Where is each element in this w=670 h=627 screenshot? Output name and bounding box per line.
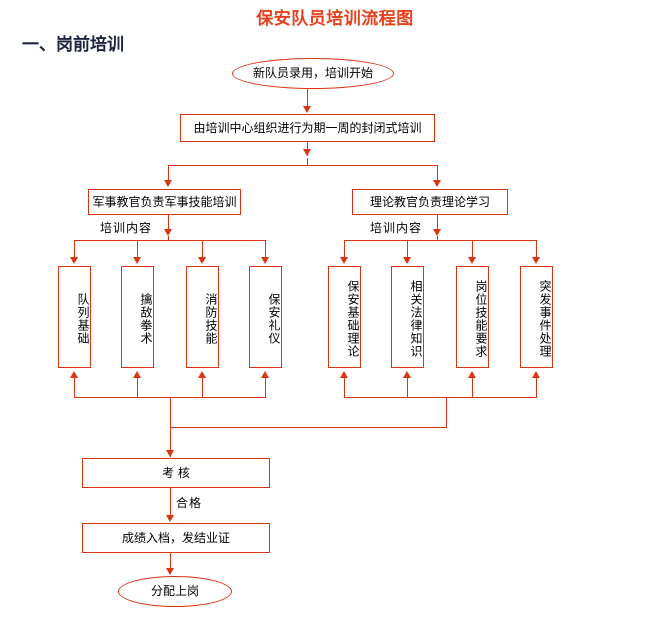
edge-start-to-center (307, 89, 308, 107)
node-archive[interactable]: 成绩入档，发结业证 (82, 523, 270, 553)
distribution-bar-left (74, 240, 265, 241)
riser-t1 (344, 377, 345, 398)
node-m3[interactable]: 消防技能 (186, 266, 219, 368)
arrow-to-exam (166, 450, 174, 457)
node-m1[interactable]: 队列基础 (58, 266, 91, 368)
arrow-theory-down (433, 229, 441, 236)
node-exam[interactable]: 考 核 (82, 458, 270, 488)
arrow-t2 (403, 257, 411, 264)
riser-m3 (202, 377, 203, 398)
label-pass: 合格 (176, 496, 203, 510)
node-assign[interactable]: 分配上岗 (118, 576, 232, 607)
edge-military-down (168, 215, 169, 231)
arrow-center-down (303, 149, 311, 156)
node-start[interactable]: 新队员录用，培训开始 (232, 58, 394, 89)
edge-military-to-bar (168, 236, 169, 241)
riser-m4 (265, 377, 266, 398)
edge-center-to-bar (307, 158, 308, 166)
drop-t4 (536, 240, 537, 258)
merge-right-stem (446, 397, 447, 428)
drop-m2 (137, 240, 138, 258)
riser-t3 (472, 377, 473, 398)
node-theory-training[interactable]: 理论教官负责理论学习 (352, 189, 508, 215)
drop-m1 (74, 240, 75, 258)
riser-t4 (536, 377, 537, 398)
branch-drop-left (168, 165, 169, 181)
branch-drop-right (437, 165, 438, 181)
merge-cross-bar (170, 427, 447, 428)
edge-archive-to-assign (170, 553, 171, 569)
node-center[interactable]: 由培训中心组织进行为期一周的封闭式培训 (180, 114, 435, 142)
arrow-t4 (532, 257, 540, 264)
riser-m1 (74, 377, 75, 398)
label-theory-content: 培训内容 (370, 221, 423, 235)
label-military-content: 培训内容 (100, 221, 153, 235)
arrow-up-t2 (403, 371, 411, 378)
node-m2[interactable]: 擒敌拳术 (121, 266, 154, 368)
node-military-training[interactable]: 军事教官负责军事技能培训 (88, 189, 241, 215)
arrow-up-m4 (261, 371, 269, 378)
distribution-bar-right (344, 240, 536, 241)
page-title: 保安队员培训流程图 (256, 9, 414, 29)
arrow-up-t4 (532, 371, 540, 378)
node-t2[interactable]: 相关法律知识 (391, 266, 424, 368)
arrow-m2 (133, 257, 141, 264)
node-m4[interactable]: 保安礼仪 (249, 266, 282, 368)
edge-theory-to-bar (437, 236, 438, 241)
arrow-up-m3 (198, 371, 206, 378)
arrow-up-t3 (468, 371, 476, 378)
arrow-start-to-center (303, 106, 311, 113)
collector-bar-right (344, 397, 537, 398)
drop-t3 (472, 240, 473, 258)
arrow-exam-to-archive (166, 515, 174, 522)
arrow-m4 (261, 257, 269, 264)
edge-theory-down (437, 215, 438, 231)
arrow-to-theory (433, 180, 441, 187)
arrow-archive-to-assign (166, 568, 174, 575)
arrow-up-t1 (340, 371, 348, 378)
arrow-t1 (340, 257, 348, 264)
drop-t1 (344, 240, 345, 258)
drop-t2 (407, 240, 408, 258)
arrow-m1 (70, 257, 78, 264)
node-t1[interactable]: 保安基础理论 (328, 266, 361, 368)
branch-bar-top (168, 165, 438, 166)
arrow-m3 (198, 257, 206, 264)
riser-t2 (407, 377, 408, 398)
arrow-t3 (468, 257, 476, 264)
node-t4[interactable]: 突发事件处理 (520, 266, 553, 368)
section-heading: 一、岗前培训 (22, 35, 124, 55)
arrow-up-m2 (133, 371, 141, 378)
drop-m3 (202, 240, 203, 258)
edge-exam-to-archive (170, 488, 171, 516)
arrow-to-military (164, 180, 172, 187)
arrow-up-m1 (70, 371, 78, 378)
node-t3[interactable]: 岗位技能要求 (456, 266, 489, 368)
drop-m4 (265, 240, 266, 258)
arrow-military-down (164, 229, 172, 236)
riser-m2 (137, 377, 138, 398)
